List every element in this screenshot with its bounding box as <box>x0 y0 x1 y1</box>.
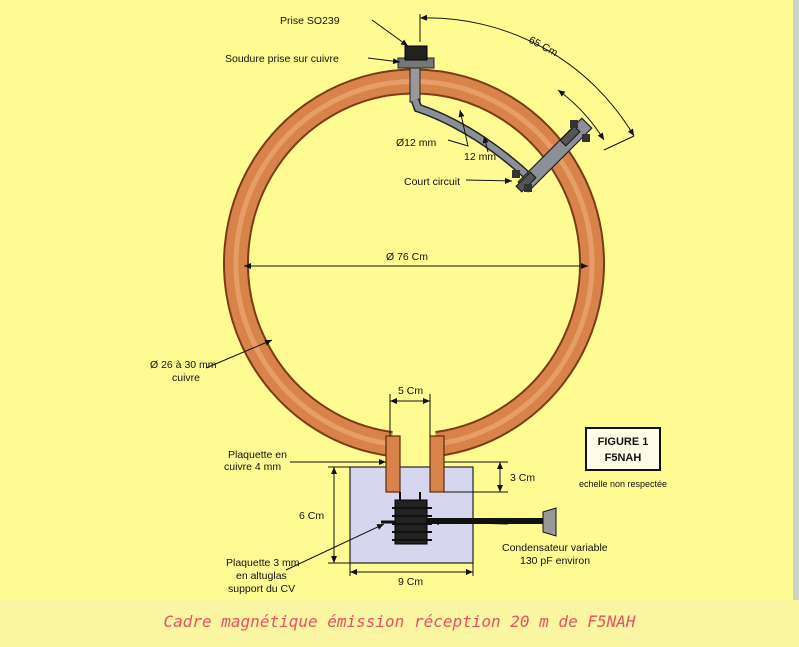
label-diam-12-a: Ø12 mm <box>396 137 437 149</box>
label-dim-65: 65 Cm <box>527 34 560 59</box>
scale-note: echelle non respectée <box>579 479 667 489</box>
label-condensateur-1: Condensateur variable <box>502 542 608 554</box>
copper-plate-right <box>429 435 445 493</box>
labels: Prise SO239 Soudure prise sur cuivre 65 … <box>150 15 608 595</box>
panel-edge <box>793 0 799 600</box>
label-plaquette-alu-2: en altuglas <box>236 570 287 582</box>
variable-capacitor <box>381 492 557 545</box>
label-plaquette-cuivre-2: cuivre 4 mm <box>224 461 281 473</box>
label-soudure: Soudure prise sur cuivre <box>225 53 339 65</box>
label-cuivre-diam-1: Ø 26 à 30 mm <box>150 359 217 371</box>
label-plaquette-cuivre-1: Plaquette en <box>228 449 287 461</box>
label-dim-9: 9 Cm <box>398 576 423 588</box>
label-plaquette-alu-1: Plaquette 3 mm <box>226 557 300 569</box>
copper-plate-left <box>385 435 401 493</box>
magnetic-loop-diagram: FIGURE 1 F5NAH echelle non respectée Pri… <box>150 14 667 595</box>
label-dim-3: 3 Cm <box>510 472 535 484</box>
label-dim-6: 6 Cm <box>299 510 324 522</box>
figure-caption: Cadre magnétique émission réception 20 m… <box>163 612 636 631</box>
label-court-circuit: Court circuit <box>404 176 460 188</box>
label-plaquette-alu-3: support du CV <box>228 583 295 595</box>
label-diam-76: Ø 76 Cm <box>386 251 428 263</box>
label-prise: Prise SO239 <box>280 15 340 27</box>
figure-box-line1: FIGURE 1 <box>598 436 649 448</box>
label-dim-5: 5 Cm <box>398 385 423 397</box>
figure-box-line2: F5NAH <box>605 452 642 464</box>
label-diam-12-b: 12 mm <box>464 151 496 163</box>
label-cuivre-diam-2: cuivre <box>172 372 200 384</box>
figure-box: FIGURE 1 F5NAH echelle non respectée <box>579 427 667 489</box>
label-condensateur-2: 130 pF environ <box>520 555 590 567</box>
annotation-lines <box>205 14 635 576</box>
